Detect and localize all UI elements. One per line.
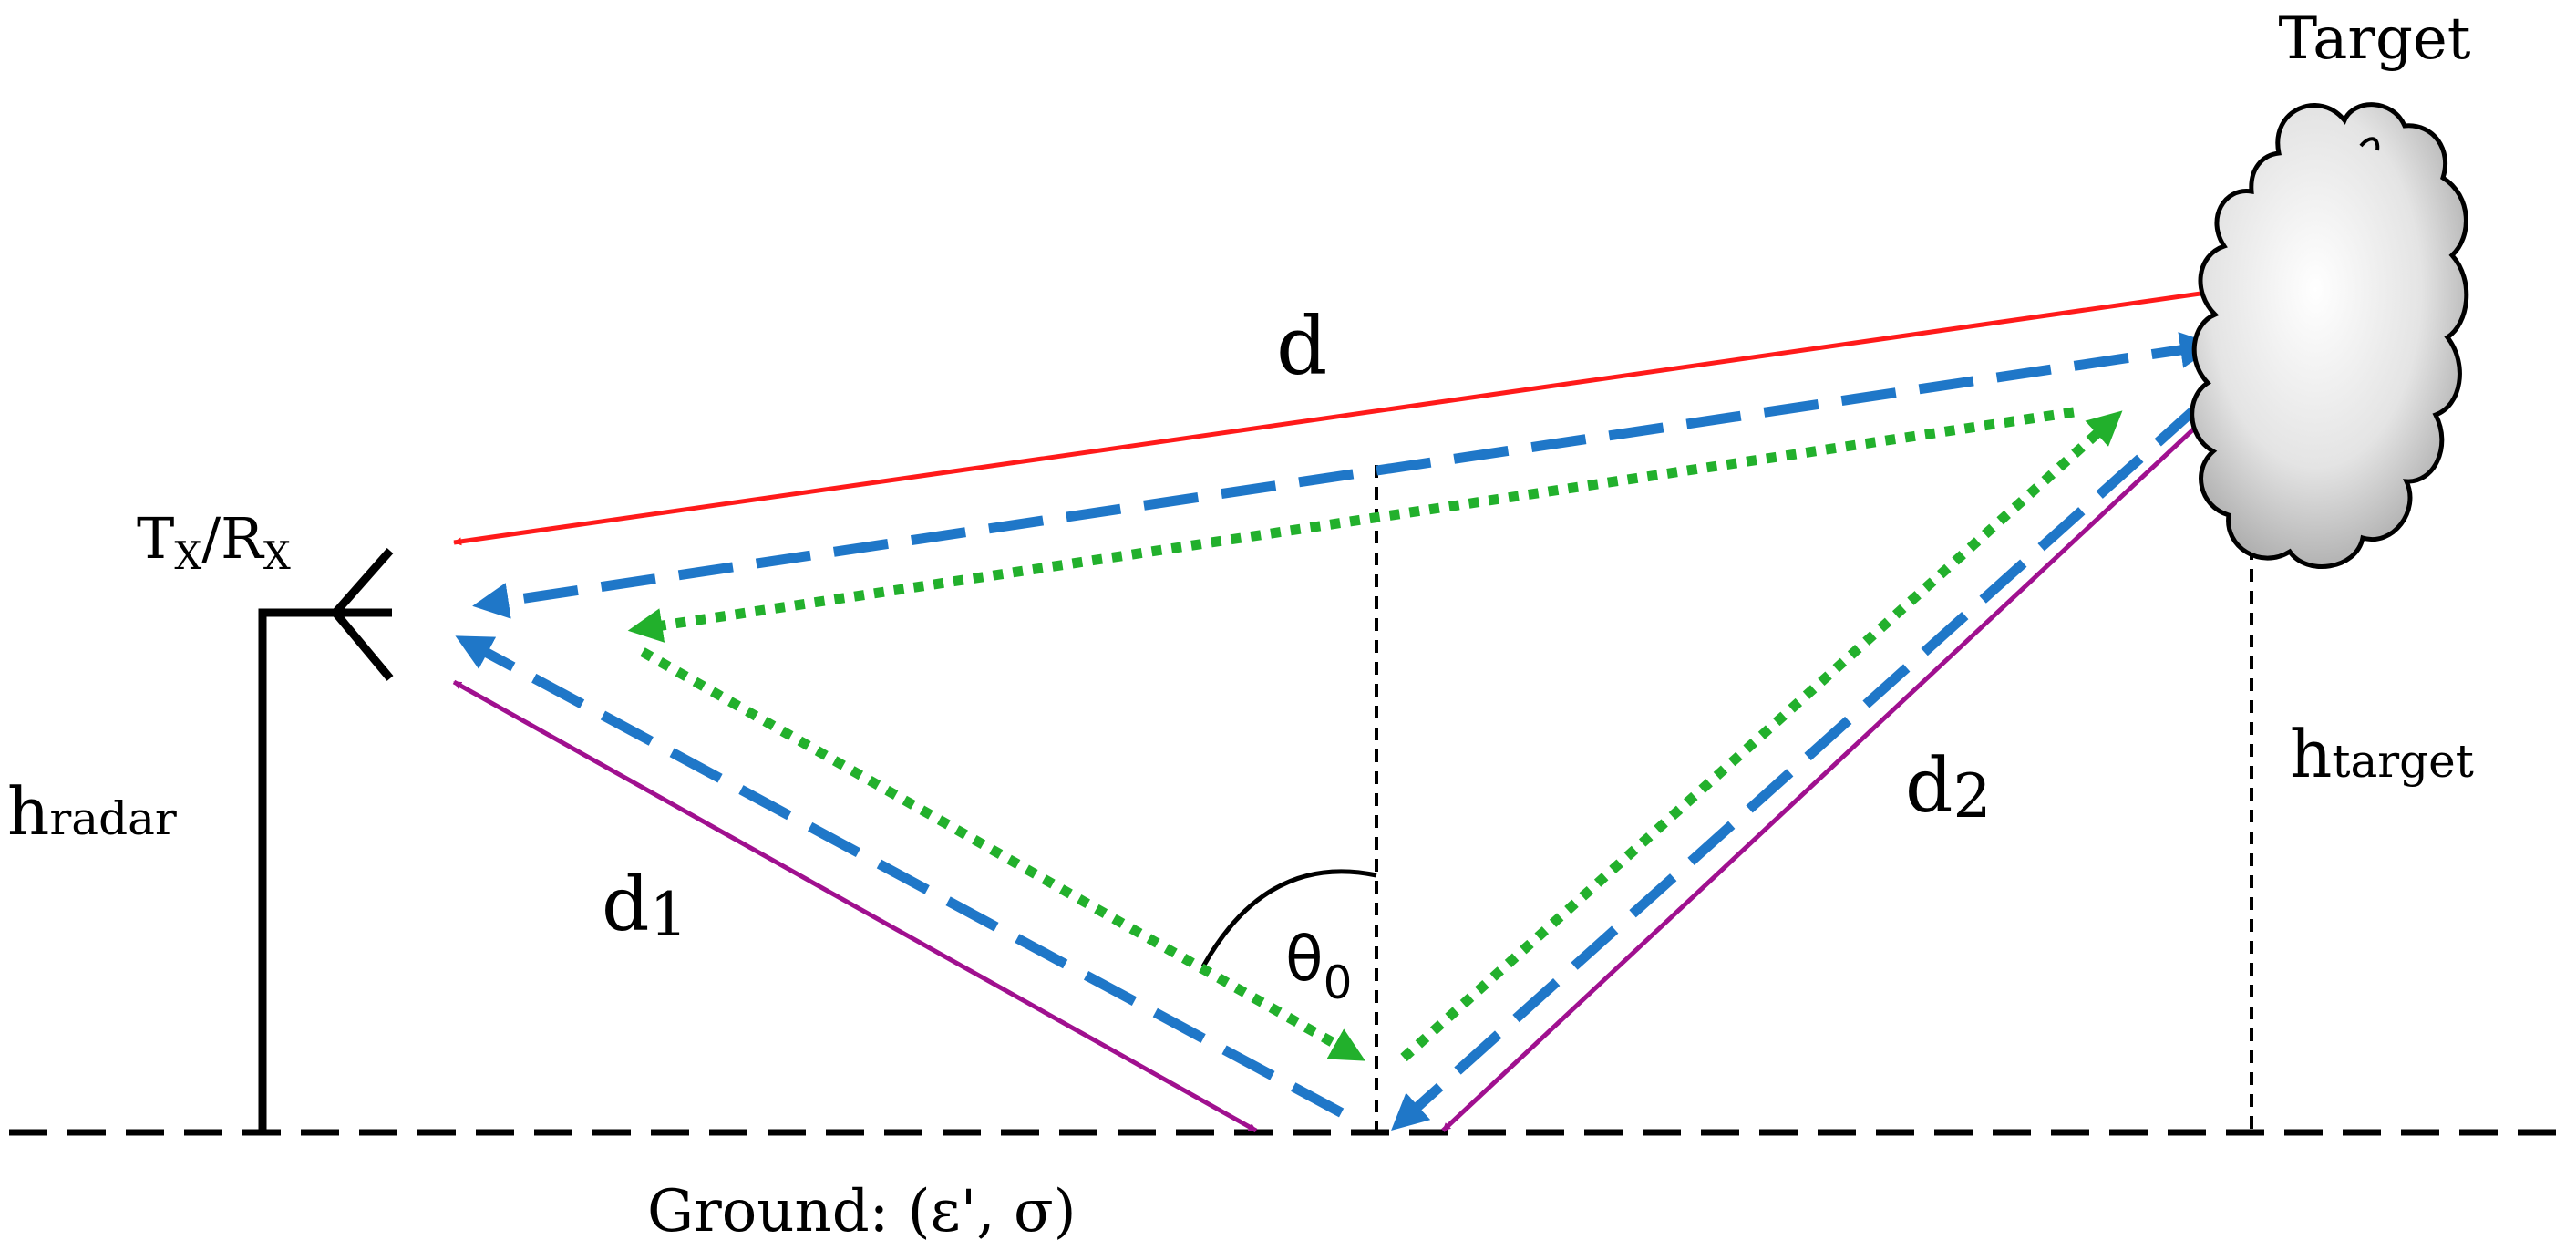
radar-mast bbox=[258, 608, 335, 1132]
antenna-icon bbox=[332, 548, 394, 681]
target-label: Target bbox=[2278, 5, 2470, 73]
dashed-uppath-arrow bbox=[1391, 395, 2210, 1131]
dotted-uppath-arrow bbox=[1400, 410, 2123, 1062]
d1-label: d1 bbox=[602, 862, 688, 950]
direct-distance-label: d bbox=[1276, 299, 1327, 393]
target-height-label: htarget bbox=[2290, 716, 2474, 792]
d2-path-arrow bbox=[1441, 416, 2208, 1132]
d1-path-arrow bbox=[452, 679, 1258, 1133]
dashed-multipath-arrow bbox=[472, 332, 2217, 619]
radar-station bbox=[258, 548, 394, 1132]
direct-path-arrow bbox=[453, 283, 2252, 546]
ground-label: Ground: (ε', σ) bbox=[647, 1178, 1077, 1245]
radar-height-label: hradar bbox=[7, 773, 177, 850]
cloud-target-icon bbox=[2190, 102, 2469, 569]
radar-label: TX/RX bbox=[137, 505, 291, 578]
theta-label: θ0 bbox=[1285, 924, 1352, 1009]
dotted-downpath-arrow bbox=[640, 647, 1365, 1061]
d2-label: d2 bbox=[1905, 743, 1992, 832]
dotted-multipath-arrow bbox=[627, 407, 2075, 643]
dashed-downpath-arrow bbox=[455, 635, 1352, 1121]
